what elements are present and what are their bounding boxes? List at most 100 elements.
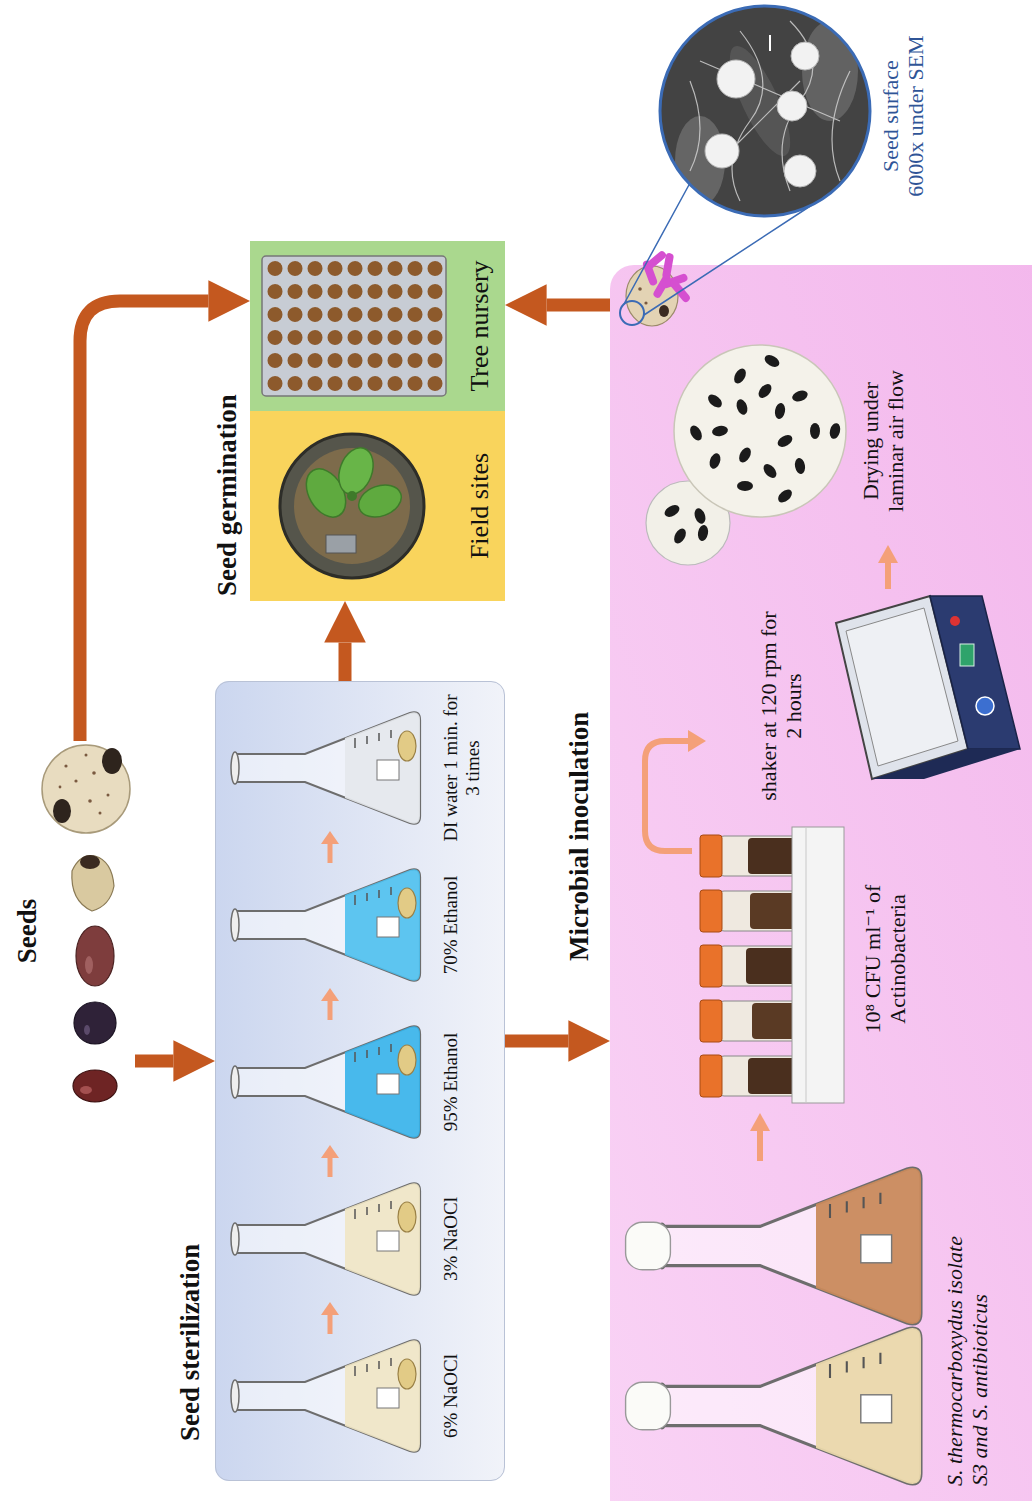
step-arrows bbox=[321, 831, 339, 844]
step-arrows bbox=[328, 842, 333, 863]
sterilization-flasks bbox=[231, 1183, 420, 1294]
shaker-drawing bbox=[872, 749, 1020, 779]
culture-flasks bbox=[626, 1168, 921, 1484]
shaker-drawing bbox=[836, 596, 1020, 779]
label-anchor: 10⁸ CFU ml⁻¹ of Actinobacteria bbox=[860, 869, 911, 1049]
potted-seedling bbox=[347, 491, 357, 501]
culture-flasks bbox=[816, 1168, 921, 1324]
potted-seedling bbox=[280, 434, 424, 578]
sterilization-flasks bbox=[355, 730, 399, 780]
sterilization-flasks bbox=[355, 1044, 399, 1094]
drying-papers bbox=[810, 423, 820, 439]
panel-heading: Seed sterilization bbox=[172, 681, 206, 1441]
culture-flasks bbox=[626, 1382, 671, 1430]
connector-arrow bbox=[505, 1035, 568, 1048]
label-anchor: 95% Ethanol bbox=[440, 1007, 462, 1157]
sterilization-flasks bbox=[355, 1201, 399, 1251]
seed-drawings bbox=[42, 745, 130, 1102]
seed-drawings bbox=[72, 856, 114, 911]
step-arrows bbox=[321, 831, 339, 1334]
drying-papers bbox=[761, 462, 779, 481]
step-arrows bbox=[885, 561, 891, 589]
seed-drawings bbox=[107, 794, 110, 797]
annotation-label: DI water 1 min. for 3 times bbox=[440, 688, 484, 848]
step-arrows bbox=[328, 999, 333, 1020]
seed-drawings bbox=[88, 799, 92, 803]
panel-heading: Seed germination bbox=[208, 241, 243, 596]
box-label: Field sites bbox=[465, 453, 495, 559]
culture-flasks bbox=[626, 1222, 671, 1270]
seed-group: Seeds bbox=[10, 741, 135, 1121]
drying-papers bbox=[708, 452, 723, 470]
drying-papers bbox=[776, 433, 795, 450]
annotation-label: S. thermocarboxydus isolate S3 and S. an… bbox=[942, 1211, 993, 1486]
potted-seedling bbox=[354, 479, 406, 522]
sterilization-flasks bbox=[355, 1358, 399, 1408]
sterilization-flasks bbox=[231, 712, 420, 1451]
drying-papers bbox=[672, 527, 689, 546]
inoculated-seed bbox=[620, 301, 644, 325]
field-sites-box: Field sites bbox=[250, 411, 505, 601]
sterilization-flasks bbox=[398, 1359, 416, 1389]
annotation-label: 95% Ethanol bbox=[440, 1007, 462, 1157]
drying-papers bbox=[693, 507, 708, 525]
drying-papers bbox=[737, 481, 753, 491]
sem-micrograph bbox=[690, 21, 850, 201]
step-arrows bbox=[321, 1302, 339, 1315]
annotation-label: Seed surface 6000x under SEM bbox=[878, 31, 929, 201]
sterilization-flasks bbox=[345, 1026, 420, 1137]
step-arrows bbox=[750, 1113, 770, 1161]
seed-drawings bbox=[42, 745, 130, 833]
step-arrows bbox=[328, 1313, 333, 1334]
label-anchor: Seed surface 6000x under SEM bbox=[878, 31, 929, 201]
label-anchor: DI water 1 min. for 3 times bbox=[440, 688, 484, 848]
culture-flasks bbox=[830, 1193, 892, 1263]
culture-flasks bbox=[626, 1328, 921, 1484]
label-anchor: S. thermocarboxydus isolate S3 and S. an… bbox=[942, 1211, 993, 1486]
connector-arrow bbox=[547, 299, 610, 312]
step-arrows bbox=[878, 545, 898, 589]
inoculated-seed bbox=[642, 250, 667, 273]
seed-drawings bbox=[64, 764, 67, 767]
sterilization-flasks bbox=[231, 712, 420, 823]
potted-seedling bbox=[280, 434, 424, 578]
sterilization-flasks bbox=[231, 869, 420, 980]
inoculation-ground bbox=[610, 265, 1032, 1501]
step-arrows bbox=[878, 545, 898, 563]
sterilization-flasks bbox=[398, 731, 416, 761]
tree-nursery-ground bbox=[250, 241, 505, 411]
culture-tubes bbox=[700, 890, 722, 932]
seed-drawings bbox=[74, 779, 77, 782]
annotation-label: 3% NaOCl bbox=[440, 1164, 462, 1314]
drying-papers bbox=[828, 422, 842, 440]
seedling-tray bbox=[265, 257, 445, 395]
culture-tubes bbox=[792, 827, 844, 1103]
annotation-label: 10⁸ CFU ml⁻¹ of Actinobacteria bbox=[860, 869, 911, 1049]
sem-micrograph bbox=[777, 91, 807, 121]
culture-flasks bbox=[656, 1328, 921, 1484]
sterilization-flasks bbox=[231, 1026, 420, 1137]
annotation-label: 6% NaOCl bbox=[440, 1321, 462, 1471]
drying-papers bbox=[735, 398, 750, 416]
drying-papers bbox=[674, 345, 846, 517]
seedling-tray bbox=[262, 256, 446, 396]
drying-papers bbox=[763, 353, 782, 370]
step-arrows bbox=[321, 988, 339, 1001]
sem-micrograph bbox=[660, 6, 870, 216]
culture-tubes bbox=[700, 1055, 722, 1097]
seed-drawings bbox=[76, 926, 114, 986]
step-arrows bbox=[328, 1156, 333, 1177]
drying-papers bbox=[791, 389, 809, 404]
drying-papers bbox=[663, 503, 682, 520]
sem-micrograph bbox=[769, 35, 771, 51]
annotation-label: Drying under laminar air flow bbox=[858, 356, 909, 526]
culture-flasks bbox=[626, 1168, 921, 1324]
culture-tubes bbox=[806, 827, 807, 1103]
germination-panel: Seed germinationField sitesTree nursery bbox=[208, 241, 505, 601]
drying-papers bbox=[737, 446, 754, 465]
sem-micrograph bbox=[655, 1, 875, 221]
step-arrows bbox=[750, 1113, 770, 1131]
seed-drawings bbox=[99, 812, 102, 815]
sem-micrograph bbox=[705, 134, 739, 168]
